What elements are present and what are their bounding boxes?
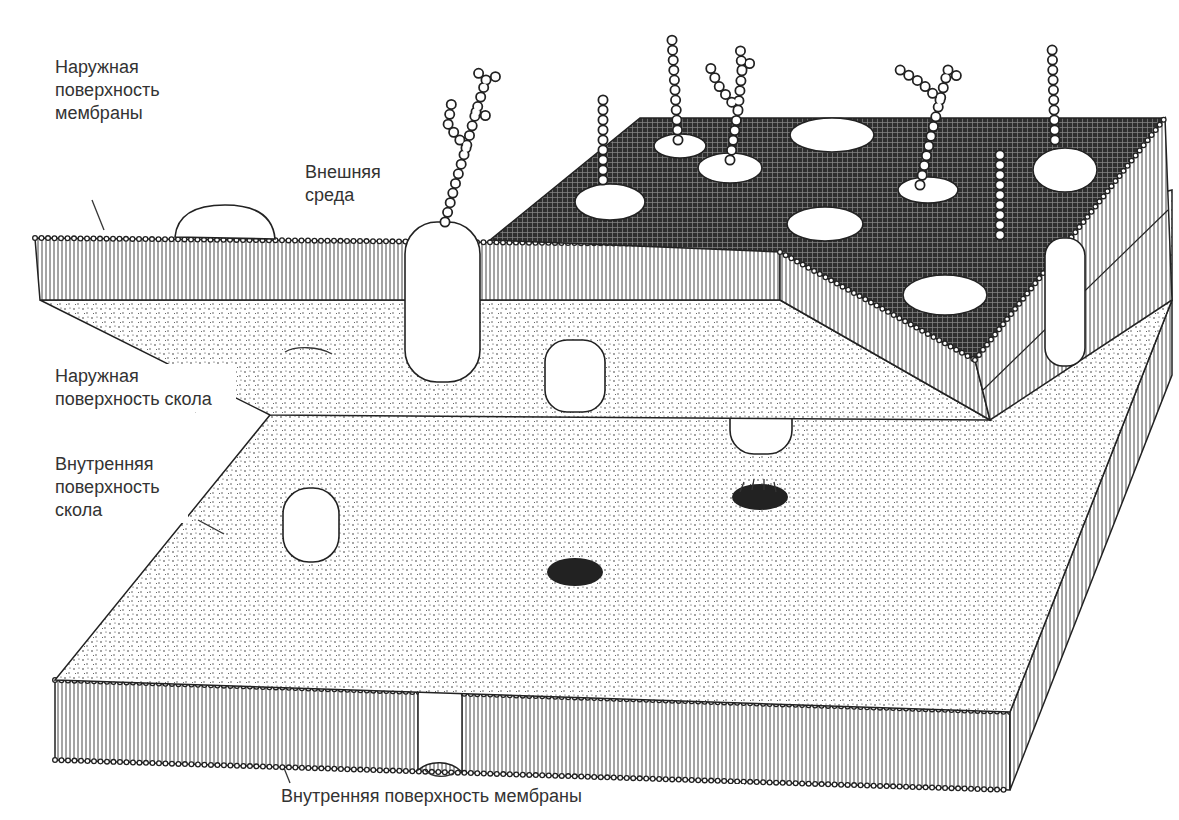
part-label: Внешняя среда (302, 160, 428, 208)
integral-protein (545, 340, 605, 412)
surface-protein (790, 118, 874, 152)
glycan-chains (445, 40, 1055, 235)
protein-pit (732, 484, 788, 510)
surface-protein (903, 275, 987, 315)
e-face-groove (285, 348, 332, 354)
bilayer-side (975, 118, 1172, 420)
part-label: Внутренняя поверхность скола (52, 452, 188, 523)
part-label: Внутренняя поверхность мембраны (278, 784, 744, 809)
leaflet-split (983, 210, 1168, 390)
protein-pit (740, 479, 776, 492)
part-label: Наружная поверхность мембраны (52, 55, 218, 126)
protein-pit (547, 558, 603, 586)
channel-notch (425, 770, 455, 776)
surface-protein (787, 207, 863, 241)
integral-protein (1045, 238, 1085, 366)
transmembrane-protein (405, 222, 480, 382)
part-label: Наружная поверхность скола (52, 364, 236, 412)
surface-protein (898, 177, 958, 203)
peripheral-protein (175, 205, 275, 239)
surface-protein (1033, 148, 1097, 192)
surface-protein (575, 184, 645, 220)
integral-protein (283, 488, 339, 562)
